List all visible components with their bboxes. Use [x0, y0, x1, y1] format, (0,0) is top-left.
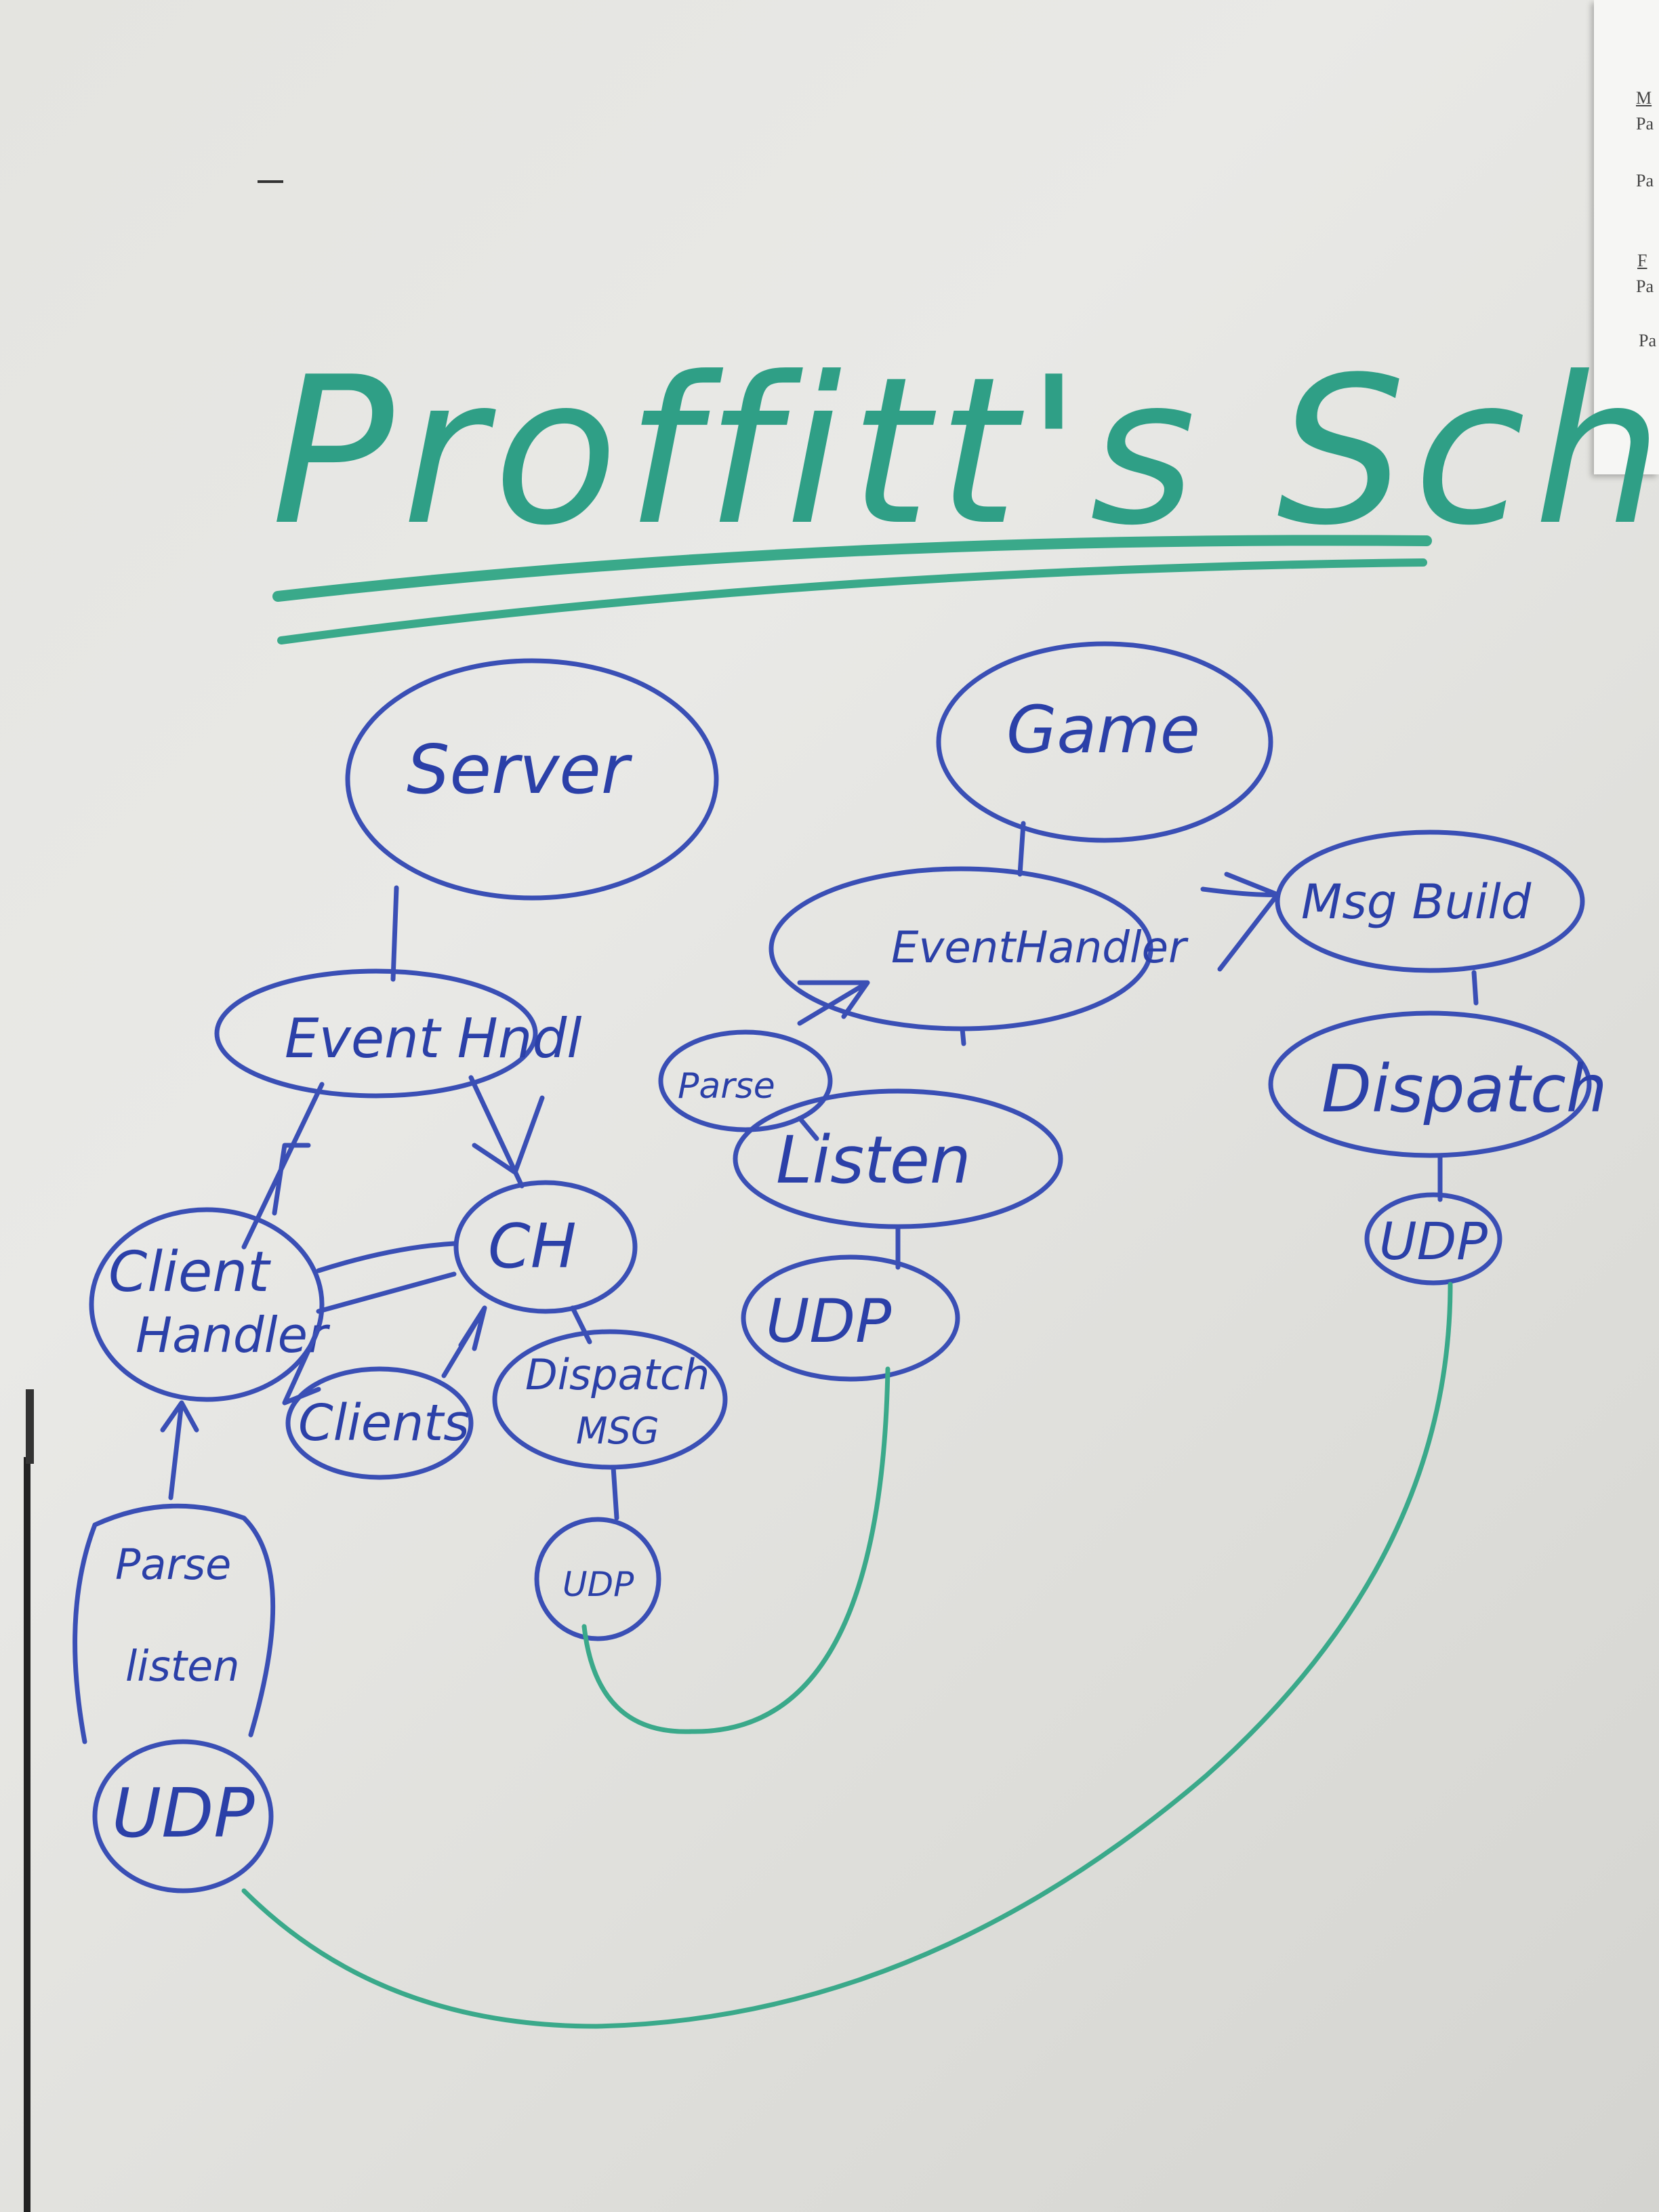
dispatch-msg-node — [492, 1329, 728, 1470]
event-handler-label: EventHandler — [891, 923, 1189, 973]
dispatch-msg-label: MSG — [576, 1410, 659, 1452]
msg-build-label: Msg Build — [1301, 874, 1532, 930]
eventhandler-to-msgbuild-arrow — [1200, 872, 1280, 972]
udp-right-node — [1364, 1192, 1502, 1286]
clienthandler-to-eventhndl-arrow — [241, 1082, 325, 1250]
eventhandler-to-listen-edge — [960, 1026, 966, 1046]
game-node — [936, 641, 1273, 843]
clienthandler-from-parse-arrow — [160, 1400, 199, 1500]
server-label: Server — [407, 730, 633, 809]
parse-listen-udp-stack — [73, 1503, 276, 1744]
paper-note-line: M — [1636, 88, 1652, 108]
paper-note-line: Pa — [1636, 114, 1654, 134]
clients-node — [285, 1366, 474, 1480]
server-to-eventhndl-edge — [390, 885, 399, 982]
client-handler-node — [89, 1207, 325, 1402]
page-title: Proffitt's Schema — [271, 333, 1659, 570]
dispatch-node — [1268, 1010, 1592, 1158]
eventhndl-to-ch-arrow — [468, 1075, 545, 1189]
msg-build-node — [1275, 830, 1585, 973]
client-handler-label: Client — [108, 1240, 271, 1305]
parse-to-eventhandler-arrow — [797, 980, 870, 1026]
server-node — [345, 658, 719, 901]
event-hndl-label: Event Hndl — [285, 1007, 581, 1070]
parse-to-listen-edge — [797, 1115, 819, 1141]
parse-right-label: Parse — [678, 1066, 775, 1107]
client-handler-label: Handler — [136, 1307, 331, 1364]
udp-bottom-node — [92, 1739, 274, 1893]
dispatch-msg-label: Dispatch — [525, 1350, 710, 1399]
dispatch-label: Dispatch — [1322, 1051, 1607, 1127]
paper-note-line: Pa — [1639, 331, 1656, 350]
paper-note-line: Pa — [1636, 171, 1654, 190]
event-hndl-node — [214, 968, 538, 1099]
clients-label: Clients — [298, 1394, 470, 1452]
udp-right-label: UDP — [1379, 1211, 1488, 1271]
game-to-eventhandler-edge — [1017, 821, 1026, 877]
ch-node — [453, 1180, 638, 1314]
paper-note-line: Pa — [1636, 276, 1654, 296]
clients-to-ch-arrow — [441, 1305, 487, 1378]
udp-left-small-to-udp-middle-connection — [581, 1366, 890, 1734]
game-label: Game — [1006, 692, 1200, 768]
udp-middle-label: UDP — [766, 1286, 891, 1356]
udp-bottom-to-udp-right-connection — [241, 1282, 1453, 2029]
udp-left-small-label: UDP — [562, 1565, 634, 1604]
title-underline — [272, 535, 1432, 602]
udp-middle-node — [741, 1254, 960, 1382]
dispatchmsg-to-udp-edge — [611, 1465, 619, 1521]
msgbuild-to-dispatch-edge — [1471, 970, 1479, 1006]
clienthandler-ch-edge — [316, 1271, 457, 1314]
paper-note-line: F — [1637, 251, 1647, 270]
parse-label: Parse — [115, 1540, 231, 1589]
udp-bottom-label: UDP — [112, 1774, 255, 1853]
paper-note: M Pa Pa F Pa Pa — [1594, 0, 1659, 474]
ch-to-dispatchmsg-edge — [570, 1305, 592, 1345]
parse-right-node — [658, 1029, 833, 1132]
udp-left-small-node — [534, 1517, 661, 1641]
clienthandler-ch-edge — [316, 1241, 457, 1273]
listen-label: listen — [125, 1641, 240, 1691]
title-underline-2 — [277, 558, 1427, 644]
listen-right-label: Listen — [776, 1122, 971, 1198]
ch-label: CH — [488, 1211, 577, 1282]
